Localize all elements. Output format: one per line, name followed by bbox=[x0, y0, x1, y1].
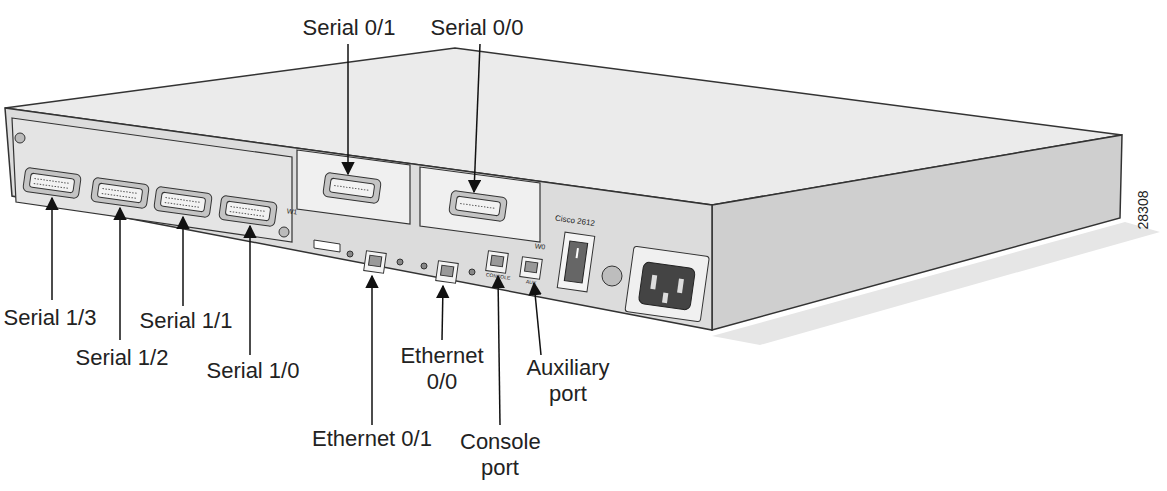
led bbox=[469, 269, 475, 275]
rj45-ports bbox=[364, 251, 543, 284]
led-panel bbox=[314, 240, 340, 252]
callout-label: Serial 0/1 bbox=[274, 15, 424, 41]
callout-label: Ethernet 0/0 bbox=[395, 343, 490, 395]
chassis-rear bbox=[5, 108, 712, 330]
wic-slot bbox=[297, 150, 410, 224]
callout-label: Ethernet 0/1 bbox=[297, 426, 447, 452]
power-inlet bbox=[625, 246, 709, 322]
callout-label: Serial 1/3 bbox=[0, 305, 105, 331]
callout-label: Serial 0/0 bbox=[402, 15, 552, 41]
leader-arrows bbox=[52, 44, 541, 425]
led bbox=[421, 263, 427, 269]
serial-connector bbox=[323, 172, 382, 204]
callout-label: Auxiliary port bbox=[523, 355, 613, 407]
network-module bbox=[12, 118, 292, 242]
wic-slot bbox=[420, 167, 540, 242]
screw bbox=[279, 227, 289, 237]
serial-connector bbox=[449, 190, 508, 222]
callout-label: Console port bbox=[460, 429, 540, 481]
serial-connectors bbox=[23, 167, 278, 227]
callout-label: Serial 1/1 bbox=[126, 308, 246, 334]
callout-label: Serial 1/0 bbox=[193, 358, 313, 384]
led bbox=[347, 251, 353, 257]
screw bbox=[15, 133, 25, 143]
led bbox=[397, 259, 403, 265]
fuse-holder bbox=[602, 266, 622, 286]
power-switch bbox=[557, 232, 595, 292]
callout-label: Serial 1/2 bbox=[62, 345, 182, 371]
figure-number: 28308 bbox=[1135, 180, 1152, 240]
chassis-side bbox=[712, 135, 1122, 330]
